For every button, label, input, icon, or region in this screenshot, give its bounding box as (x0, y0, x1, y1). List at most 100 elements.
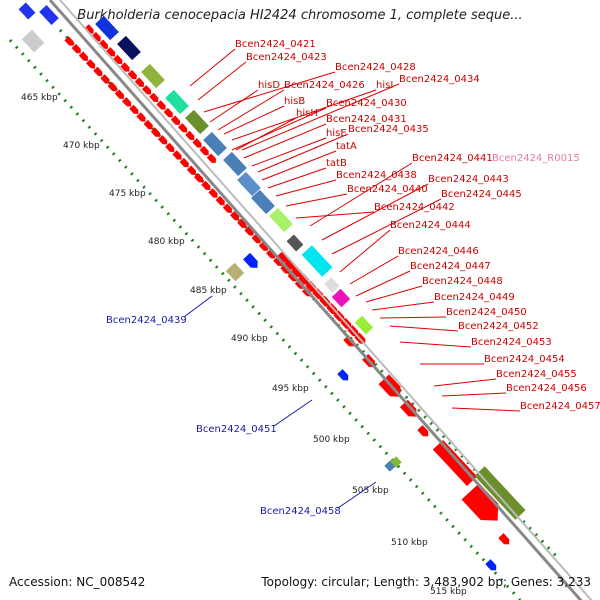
kbp-label: 490 kbp (231, 334, 268, 344)
forward-gene (165, 89, 189, 115)
gene-label: hisD (258, 80, 280, 91)
forward-gene (251, 189, 275, 215)
forward-gene-arrow (134, 77, 144, 87)
forward-gene-arrow (312, 288, 324, 300)
callout-line (295, 211, 375, 219)
gene-label: Bcen2424_0449 (434, 292, 515, 303)
callout-line (235, 117, 297, 151)
forward-gene-arrow (215, 195, 225, 206)
forward-gene (354, 315, 374, 335)
callout-line (267, 167, 327, 189)
callout-line (251, 137, 327, 167)
accession-label: Accession: NC_008542 (9, 575, 146, 589)
callout-line (349, 255, 399, 285)
gene-label: Bcen2424_0421 (235, 39, 316, 50)
gene-label: hisI (376, 80, 393, 91)
forward-gene-arrow (265, 249, 276, 259)
forward-gene-arrow (100, 74, 110, 84)
forward-gene-arrow (84, 24, 94, 34)
gene-label: Bcen2424_0455 (496, 369, 577, 380)
backbone-outer (48, 0, 583, 600)
callout-line (355, 270, 411, 297)
gene-label: Bcen2424_R0015 (492, 153, 580, 164)
forward-gene-arrow (170, 115, 180, 125)
forward-gene-arrow (179, 157, 189, 168)
callout-line (257, 133, 349, 173)
reverse-gene-arrow (337, 369, 349, 381)
forward-gene (203, 131, 227, 157)
callout-line (441, 392, 507, 397)
gene-label: tatB (326, 158, 347, 169)
forward-gene-arrow (107, 81, 117, 92)
callout-line (203, 71, 336, 113)
callout-line (275, 179, 337, 197)
forward-gene-arrow (399, 399, 417, 417)
reverse-gene (390, 456, 402, 468)
tick-track (8, 38, 522, 600)
forward-gene-arrow (93, 66, 103, 77)
forward-gene-arrow (156, 100, 166, 110)
gene-label: tatA (336, 141, 357, 152)
map-title: Burkholderia cenocepacia HI2424 chromoso… (77, 8, 523, 23)
reverse-gene (225, 262, 245, 282)
forward-gene-arrow (258, 241, 268, 251)
callout-line (223, 105, 285, 135)
forward-gene (237, 171, 261, 197)
gene-label: Bcen2424_0438 (336, 170, 417, 181)
callout-line (321, 183, 429, 241)
gene-label: Bcen2424_0445 (441, 189, 522, 200)
gene-callouts: Bcen2424_0421Bcen2424_0423Bcen2424_0428h… (106, 39, 600, 517)
topology-summary: Topology: circular; Length: 3,483,902 bp… (261, 575, 591, 589)
forward-gene-arrow (143, 119, 153, 130)
callout-line (217, 89, 285, 131)
gene-label: Bcen2424_0430 (326, 98, 407, 109)
forward-gene-arrow (163, 107, 173, 118)
forward-gene-arrow (114, 89, 124, 99)
kbp-label: 495 kbp (272, 384, 309, 394)
callout-line (371, 301, 435, 311)
reverse-gene (39, 5, 59, 25)
forward-gene-arrow (208, 188, 218, 198)
gene-label: Bcen2424_0456 (506, 383, 587, 394)
forward-gene (141, 63, 165, 89)
gene-label: Bcen2424_0423 (246, 52, 327, 63)
forward-gene-arrow (192, 138, 202, 148)
kbp-label: 475 kbp (109, 189, 146, 199)
callout-line (197, 61, 247, 101)
kbp-label: 500 kbp (313, 435, 350, 445)
forward-gene-arrow (64, 36, 74, 46)
forward-gene (117, 35, 141, 61)
forward-gene-arrow (98, 39, 108, 49)
forward-gene-arrow (417, 425, 429, 437)
forward-gene-arrow (199, 145, 209, 156)
callout-line (399, 341, 472, 348)
gene-label: Bcen2424_0441 (412, 153, 493, 164)
gene-label: Bcen2424_0443 (428, 174, 509, 185)
gene-label: Bcen2424_0440 (347, 184, 428, 195)
gene-label: Bcen2424_0458 (260, 506, 341, 517)
forward-gene-arrow (127, 69, 137, 80)
gene-label: Bcen2424_0426 (284, 80, 365, 91)
forward-gene (324, 277, 340, 293)
forward-gene-arrow (165, 142, 175, 153)
gene-label: Bcen2424_0452 (458, 321, 539, 332)
kbp-label: 480 kbp (148, 237, 185, 247)
forward-gene-arrow (305, 280, 317, 292)
gene-label: Bcen2424_0428 (335, 62, 416, 73)
callout-line (365, 285, 423, 303)
forward-gene-arrow (91, 31, 101, 42)
forward-gene-arrow (136, 112, 146, 122)
reverse-gene-arrow (243, 252, 258, 268)
gene-label: Bcen2424_0434 (399, 74, 480, 85)
gene-label: Bcen2424_0431 (326, 114, 407, 125)
reverse-gene-arrow (485, 559, 497, 571)
gene-label: Bcen2424_0444 (390, 220, 471, 231)
callout-line (273, 399, 313, 427)
forward-gene (286, 234, 304, 252)
kbp-label: 515 kbp (430, 587, 467, 597)
gene-label: Bcen2424_0448 (422, 276, 503, 287)
callout-line (339, 229, 391, 273)
forward-gene (474, 466, 526, 520)
gene-label: Bcen2424_0450 (446, 307, 527, 318)
